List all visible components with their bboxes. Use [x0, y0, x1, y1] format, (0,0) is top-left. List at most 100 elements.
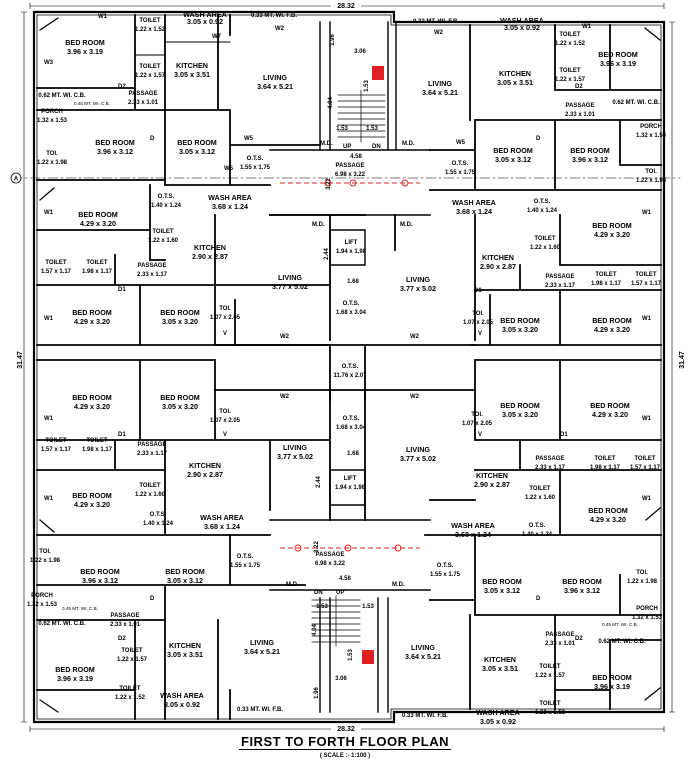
room-dimension: 4.29 x 3.20 [592, 410, 628, 419]
room-name: LIVING [428, 79, 452, 88]
room-dimension: 1.32 x 1.53 [636, 133, 667, 139]
room-dimension: 4.29 x 3.20 [80, 219, 116, 228]
room-name: PORCH [31, 593, 53, 599]
room-name: BED ROOM [482, 577, 522, 586]
room-name: KITCHEN [194, 243, 226, 252]
room-name: TOILET [45, 438, 67, 444]
room-name: 0.33 MT. WI. F.B. [251, 13, 297, 19]
room-name: LIVING [411, 643, 435, 652]
room-name: BED ROOM [95, 138, 135, 147]
room-dimension: 1.22 x 1.57 [117, 657, 148, 663]
room-label-q1-ots: O.T.S.1.55 x 1.75 [240, 156, 271, 171]
room-dimension: 3.96 x 3.19 [67, 47, 103, 56]
room-label-q5-toilet1: TOILET 1.57 x 1.17 [41, 438, 72, 453]
room-name: PASSAGE [536, 456, 565, 462]
door-mark: D2 [118, 636, 126, 642]
room-name: 0.62 MT. WI. C.B. [38, 93, 86, 99]
room-label-q7-cb: 0.62 MT. WI. C.B. [38, 621, 86, 627]
room-name: BED ROOM [500, 401, 540, 410]
room-name: BED ROOM [588, 506, 628, 515]
room-name: KITCHEN [476, 471, 508, 480]
room-name: WASH AREA [183, 10, 227, 19]
room-dimension: 3.05 x 3.20 [502, 325, 538, 334]
room-name: TOILET [559, 32, 581, 38]
stair-width-bottom: 4.58 [339, 576, 351, 582]
room-dimension: 3.05 x 3.12 [495, 155, 531, 164]
window-mark: W3 [44, 60, 54, 66]
room-name: WASH AREA [452, 198, 496, 207]
md-mark: M.D. [400, 222, 413, 228]
room-dimension: 3.05 x 0.92 [187, 17, 223, 26]
room-dimension: 1.32 x 1.53 [37, 118, 68, 124]
window-mark: W1 [44, 210, 54, 216]
room-name: WASH AREA [208, 193, 252, 202]
room-dimension: 1.57 x 1.17 [41, 447, 72, 453]
window-mark: W1 [44, 416, 54, 422]
stair-side-top: 4.04 [328, 97, 334, 109]
wall-lines [11, 10, 681, 724]
room-dimension: 3.77 x 5.02 [277, 452, 313, 461]
window-mark: W1 [642, 210, 652, 216]
room-name: TOI. [219, 306, 231, 312]
stair-width-top: 4.58 [350, 154, 362, 160]
room-label-ots-top: O.T.S.1.68 x 3.04 [336, 301, 367, 316]
room-label-q8-fb: 0.33 MT. WI. F.B. [402, 713, 448, 719]
room-dimension: 1.40 x 1.24 [522, 532, 553, 538]
room-name: O.T.S. [529, 523, 546, 529]
room-name: O.T.S. [150, 512, 167, 518]
room-name: TOILET [86, 260, 108, 266]
room-name: TOILET [559, 68, 581, 74]
room-dimension: 1.57 x 1.17 [631, 281, 662, 287]
room-label-q2-porch: PORCH 1.32 x 1.53 [636, 124, 667, 139]
room-name: TOILET [539, 701, 561, 707]
door-mark: D [150, 596, 155, 602]
room-name: BED ROOM [165, 567, 205, 576]
room-name: PORCH [640, 124, 662, 130]
room-name: PASSAGE [546, 632, 575, 638]
room-name: TOILET [139, 483, 161, 489]
up-mark: UP [336, 590, 344, 596]
grid-label: A [14, 177, 19, 183]
room-label-q3-ots: O.T.S.1.40 x 1.24 [151, 194, 182, 209]
room-name: LIVING [283, 443, 307, 452]
room-name: 0.62 MT. WI. C.B. [38, 621, 86, 627]
room-dimension: 3.05 x 3.12 [484, 586, 520, 595]
room-dimension: 1.22 x 1.60 [530, 245, 561, 251]
dn-mark: DN [314, 590, 323, 596]
room-dimension: 1.40 x 1.24 [143, 521, 174, 527]
room-dimension: 2.90 x 2.87 [474, 480, 510, 489]
room-name: KITCHEN [482, 253, 514, 262]
room-name: TOI. [39, 549, 51, 555]
room-dimension: 4.29 x 3.20 [594, 325, 630, 334]
room-name: TOILET [121, 648, 143, 654]
room-name: BED ROOM [72, 393, 112, 402]
room-dimension: 1.22 x 1.52 [115, 695, 146, 701]
room-dimension: 3.96 x 3.19 [594, 682, 630, 691]
ots-gap-top: 1.68 [347, 279, 359, 285]
room-dimension: 2.33 x 1.17 [137, 451, 168, 457]
room-dimension: 1.22 x 1.57 [535, 673, 566, 679]
